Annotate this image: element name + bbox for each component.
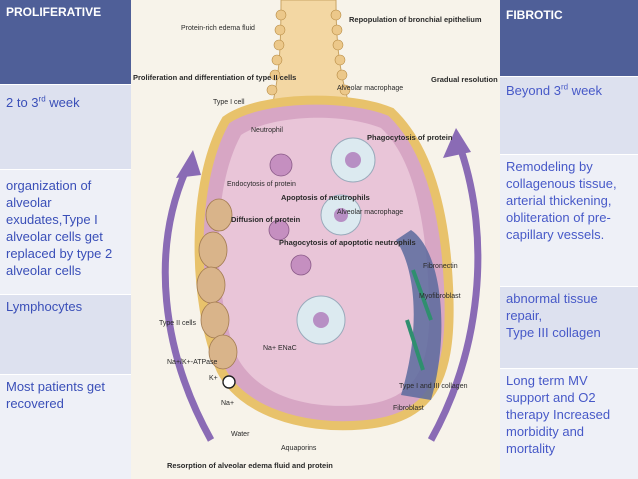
fibrotic-histology: Remodeling by collagenous tissue, arteri…: [500, 154, 638, 286]
label-myofibroblast: Myofibroblast: [419, 293, 461, 300]
label-type-i-cell: Type I cell: [213, 99, 245, 106]
label-alveolar-macrophage-2: Alveolar macrophage: [337, 209, 403, 216]
alveolus-illustration: Protein-rich edema fluid Repopulation of…: [133, 0, 500, 470]
proliferative-histology-text: organization of alveolar exudates,Type I…: [6, 178, 113, 278]
fibrotic-timing-sup: rd: [560, 82, 569, 92]
label-na-enac: Na+ ENaC: [263, 345, 297, 352]
label-resorption: Resorption of alveolar edema fluid and p…: [167, 461, 333, 470]
label-na: Na+: [221, 400, 234, 407]
neutrophils: [268, 153, 312, 276]
label-edema-fluid: Protein-rich edema fluid: [181, 25, 255, 32]
label-alveolar-macrophage: Alveolar macrophage: [337, 85, 403, 92]
label-endocytosis: Endocytosis of protein: [227, 181, 296, 188]
label-aquaporins: Aquaporins: [281, 445, 317, 452]
proliferative-histology: organization of alveolar exudates,Type I…: [0, 169, 131, 294]
fibrotic-repair: abnormal tissue repair, Type III collage…: [500, 286, 638, 368]
proliferative-timing-suffix: week: [45, 95, 80, 110]
label-phagocytosis-neutrophils: Phagocytosis of apoptotic neutrophils: [279, 238, 416, 247]
label-na-k-atpase: Na+/K+-ATPase: [167, 359, 218, 366]
fibrotic-timing: Beyond 3rd week: [500, 76, 638, 154]
resolution-arrow: [427, 148, 482, 442]
proliferative-timing-text: 2 to 3: [6, 95, 39, 110]
proliferative-header-text: PROLIFERATIVE: [6, 5, 102, 19]
type-ii-cells: [196, 198, 238, 370]
label-water: Water: [231, 431, 250, 438]
proliferative-header: PROLIFERATIVE: [0, 0, 131, 84]
label-diffusion: Diffusion of protein: [231, 215, 301, 224]
fibrotic-histology-text: Remodeling by collagenous tissue, arteri…: [506, 159, 617, 242]
proliferation-arrowhead: [176, 150, 201, 178]
fibrotic-header-text: FIBROTIC: [506, 8, 563, 22]
label-fibroblast: Fibroblast: [393, 405, 424, 412]
alveolar-space: [218, 117, 430, 406]
fibrotic-header: FIBROTIC: [500, 0, 638, 76]
label-collagen: Type I and III collagen: [399, 383, 468, 390]
label-k: K+: [209, 375, 218, 382]
proliferative-outcome: Most patients get recovered: [0, 374, 131, 479]
myofibroblasts: [405, 269, 433, 371]
fibrosis-region: [396, 230, 442, 400]
proliferation-arrow: [161, 168, 215, 442]
fibrotic-column: FIBROTIC Beyond 3rd week Remodeling by c…: [500, 0, 638, 479]
ards-diagram: Protein-rich edema fluid Repopulation of…: [131, 0, 500, 479]
fibrotic-outcome: Long term MV support and O2 therapy Incr…: [500, 368, 638, 479]
label-apoptosis: Apoptosis of neutrophils: [281, 193, 370, 202]
label-repopulation: Repopulation of bronchial epithelium: [349, 15, 482, 24]
fibrotic-timing-suffix: week: [568, 83, 603, 98]
proliferative-cells: Lymphocytes: [0, 294, 131, 374]
proliferative-timing: 2 to 3rd week: [0, 84, 131, 169]
label-phagocytosis-protein: Phagocytosis of protein: [367, 133, 453, 142]
resolution-arrowhead: [443, 128, 471, 158]
fibrotic-timing-text: Beyond 3: [506, 83, 561, 98]
label-fibronectin: Fibronectin: [423, 263, 458, 270]
fibrotic-repair-line1: abnormal tissue repair,: [506, 291, 598, 323]
macrophages: [296, 137, 376, 345]
label-type-ii-cells: Type II cells: [159, 320, 196, 327]
bronchial-cells: [266, 9, 351, 96]
fibrotic-repair-line2: Type III collagen: [506, 325, 601, 340]
proliferative-timing-sup: rd: [38, 94, 46, 104]
label-proliferation: Proliferation and differentiation of typ…: [133, 73, 296, 82]
proliferative-outcome-text: Most patients get recovered: [6, 379, 105, 411]
proliferative-column: PROLIFERATIVE 2 to 3rd week organization…: [0, 0, 131, 479]
label-gradual-resolution: Gradual resolution of fibrosis: [431, 75, 500, 84]
fibrotic-outcome-text: Long term MV support and O2 therapy Incr…: [506, 373, 611, 456]
ion-pump-icon: [222, 375, 236, 389]
label-neutrophil: Neutrophil: [251, 127, 283, 134]
proliferative-cells-text: Lymphocytes: [6, 299, 83, 314]
